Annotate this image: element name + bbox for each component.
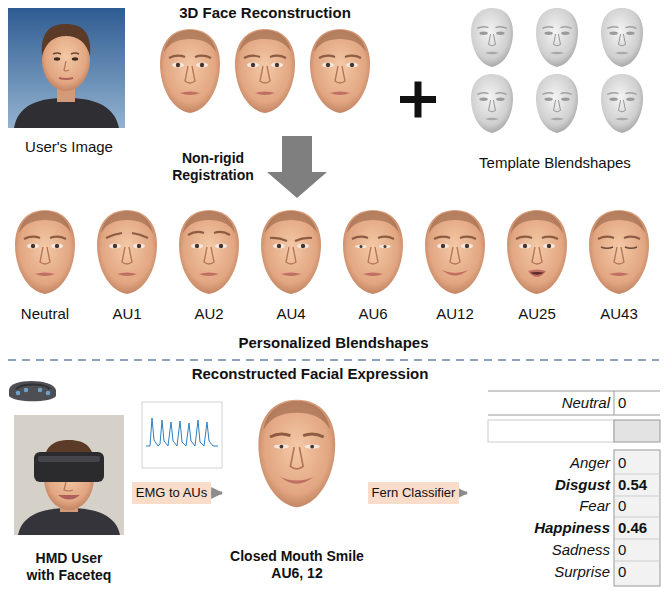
table-cell: 0 (618, 563, 658, 581)
template-faces (471, 8, 643, 133)
expression-face-box: Closed Mouth Smile AU6, 12 (225, 393, 369, 584)
table-cell: 0 (618, 394, 658, 412)
reconstructed-faces (160, 29, 370, 113)
image-caption-box: User's Image (4, 4, 134, 158)
blendshape-label: AU2 (194, 305, 223, 323)
section-heading: Reconstructed Facial Expression (192, 365, 429, 383)
emotion-table: Neutral0Anger0Disgust0.54Fear0Happiness0… (470, 390, 662, 588)
blendshape-label: AU1 (112, 305, 141, 323)
table-cell: Neutral (470, 394, 610, 412)
blendshape-label: AU12 (436, 305, 474, 323)
table-cell: 0 (618, 454, 658, 472)
edge-label: Fern Classifier (368, 482, 460, 504)
blendshape-label: Neutral (21, 305, 69, 323)
table-cell: Fear (470, 497, 610, 515)
blendshape-label: AU43 (600, 305, 638, 323)
node-caption: HMD User with Faceteq (21, 550, 117, 584)
node-caption: Personalized Blendshapes (238, 334, 428, 352)
user-photo (8, 8, 125, 128)
template-group: Template Blendshapes (448, 2, 662, 174)
hmd-user-box: HMD User with Faceteq (8, 412, 130, 586)
blendshape-label: AU25 (518, 305, 556, 323)
table-cell: 0.54 (618, 476, 658, 494)
reconstruction-group: 3D Face Reconstruction (145, 2, 385, 130)
block-arrow (267, 136, 327, 198)
dashed-divider (8, 359, 659, 361)
table-cell: Happiness (470, 519, 610, 537)
blendshape-label: AU6 (358, 305, 387, 323)
node-caption: 3D Face Reconstruction (179, 4, 351, 22)
table-cell: 0 (618, 497, 658, 515)
blendshape-label: AU4 (276, 305, 305, 323)
table-cell: Sadness (470, 541, 610, 559)
hmd-user-photo (14, 415, 124, 535)
edge-label: EMG to AUs (132, 482, 212, 504)
emg-signal-plot (142, 402, 222, 468)
node-caption: Template Blendshapes (479, 154, 631, 172)
node-caption: Closed Mouth Smile AU6, 12 (228, 548, 366, 582)
table-cell: Disgust (470, 476, 610, 494)
table-cell: Surprise (470, 563, 610, 581)
edge-label: Non-rigid Registration (167, 150, 259, 184)
table-cell: Anger (470, 454, 610, 472)
table-cell: 0 (618, 541, 658, 559)
closed-mouth-smile-face (258, 400, 335, 508)
blendshape-row: Personalized Blendshapes (5, 200, 662, 354)
headset-icon (9, 381, 56, 401)
node-caption: User's Image (25, 138, 113, 156)
personalized-faces (15, 210, 649, 294)
table-cell: 0.46 (618, 519, 658, 537)
plus-sign (400, 82, 436, 118)
